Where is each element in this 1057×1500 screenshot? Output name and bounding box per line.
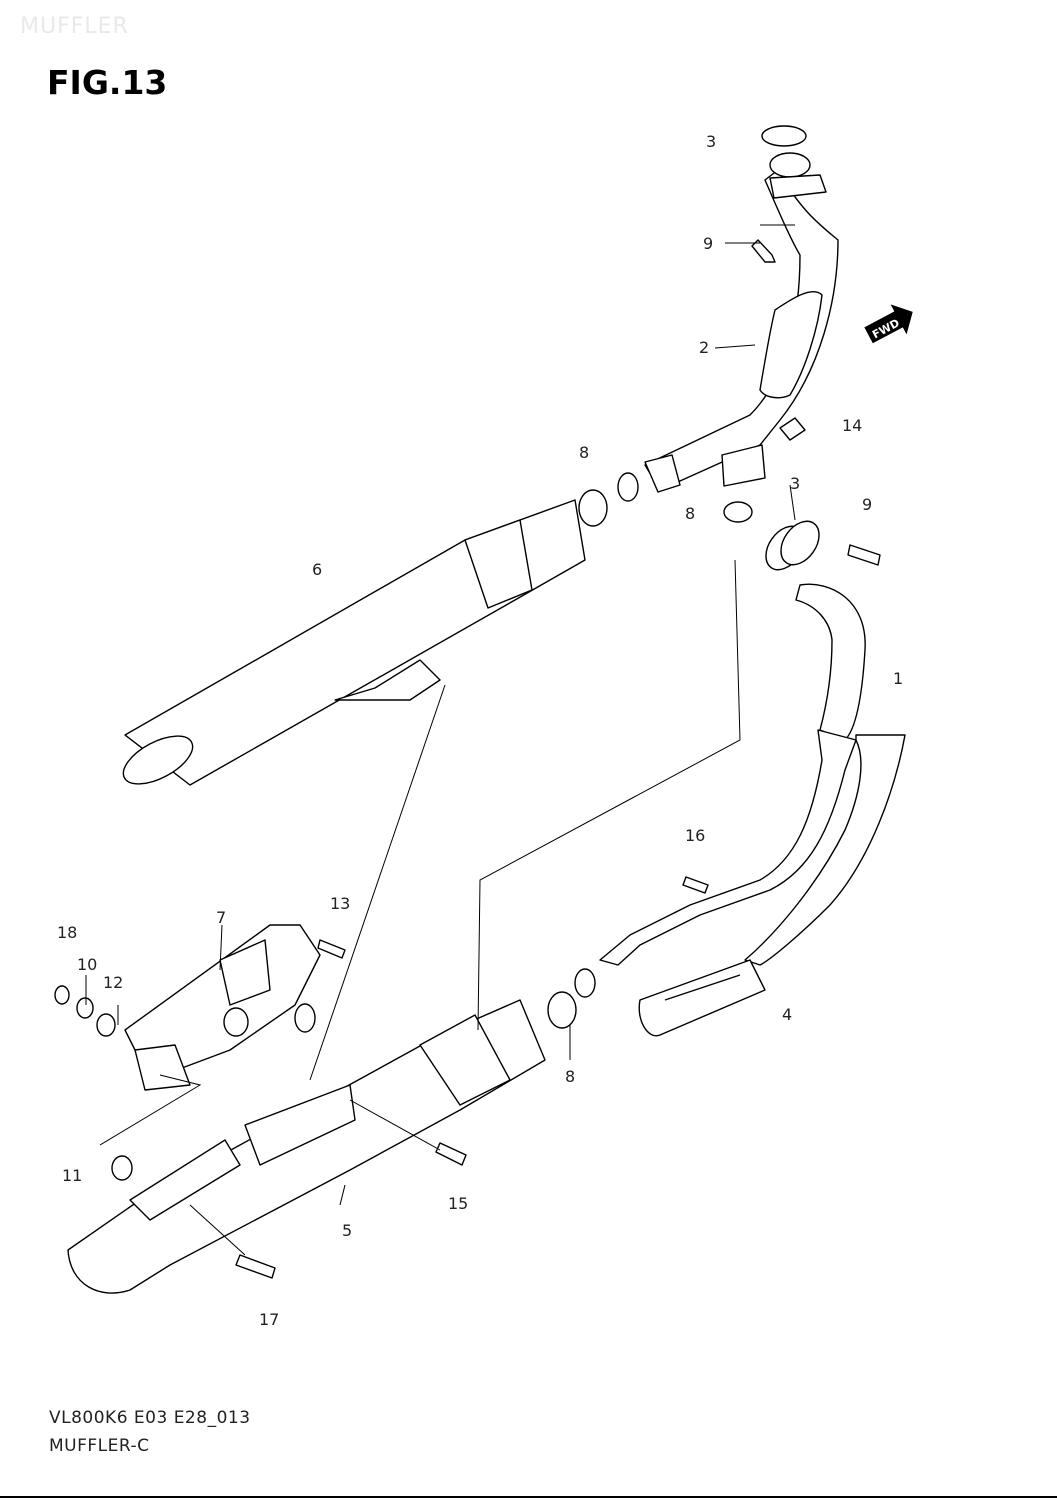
callout-16: 16 xyxy=(685,826,705,845)
callout-9-lower: 9 xyxy=(862,495,872,514)
rear-exhaust-pipe xyxy=(599,520,906,966)
lower-muffler xyxy=(67,991,577,1294)
drawing-code: VL800K6 E03 E28_013 xyxy=(49,1408,251,1428)
bolts-and-washers xyxy=(54,239,881,1279)
callout-7: 7 xyxy=(216,908,226,927)
callout-6: 6 xyxy=(312,560,322,579)
drawing-name: MUFFLER-C xyxy=(49,1436,150,1456)
figure-title: FIG.13 xyxy=(47,63,168,102)
callout-8-mid: 8 xyxy=(685,504,695,523)
front-exhaust-pipe xyxy=(617,125,839,502)
callout-2: 2 xyxy=(699,338,709,357)
callout-18: 18 xyxy=(57,923,77,942)
heat-shield xyxy=(638,959,766,1037)
callout-3-upper: 3 xyxy=(706,132,716,151)
callout-8-upper: 8 xyxy=(579,443,589,462)
callout-9-upper: 9 xyxy=(703,234,713,253)
callout-3-lower: 3 xyxy=(790,474,800,493)
leader-lines xyxy=(85,224,796,1256)
callout-13: 13 xyxy=(330,894,350,913)
callout-5: 5 xyxy=(342,1221,352,1240)
muffler-bracket xyxy=(124,924,321,1091)
callout-17: 17 xyxy=(259,1310,279,1329)
forward-direction-arrow: FWD xyxy=(864,304,913,344)
callout-8-lower: 8 xyxy=(565,1067,575,1086)
callout-15: 15 xyxy=(448,1194,468,1213)
bottom-border xyxy=(0,1496,1057,1498)
callout-11: 11 xyxy=(62,1166,82,1185)
upper-muffler xyxy=(122,489,608,786)
callout-12: 12 xyxy=(103,973,123,992)
callout-1: 1 xyxy=(893,669,903,688)
callout-14: 14 xyxy=(842,416,862,435)
callout-4: 4 xyxy=(782,1005,792,1024)
section-watermark: MUFFLER xyxy=(20,14,129,39)
callout-labels: 1 2 3 3 4 5 6 7 8 8 8 9 9 10 11 12 13 14… xyxy=(57,132,903,1329)
callout-10: 10 xyxy=(77,955,97,974)
